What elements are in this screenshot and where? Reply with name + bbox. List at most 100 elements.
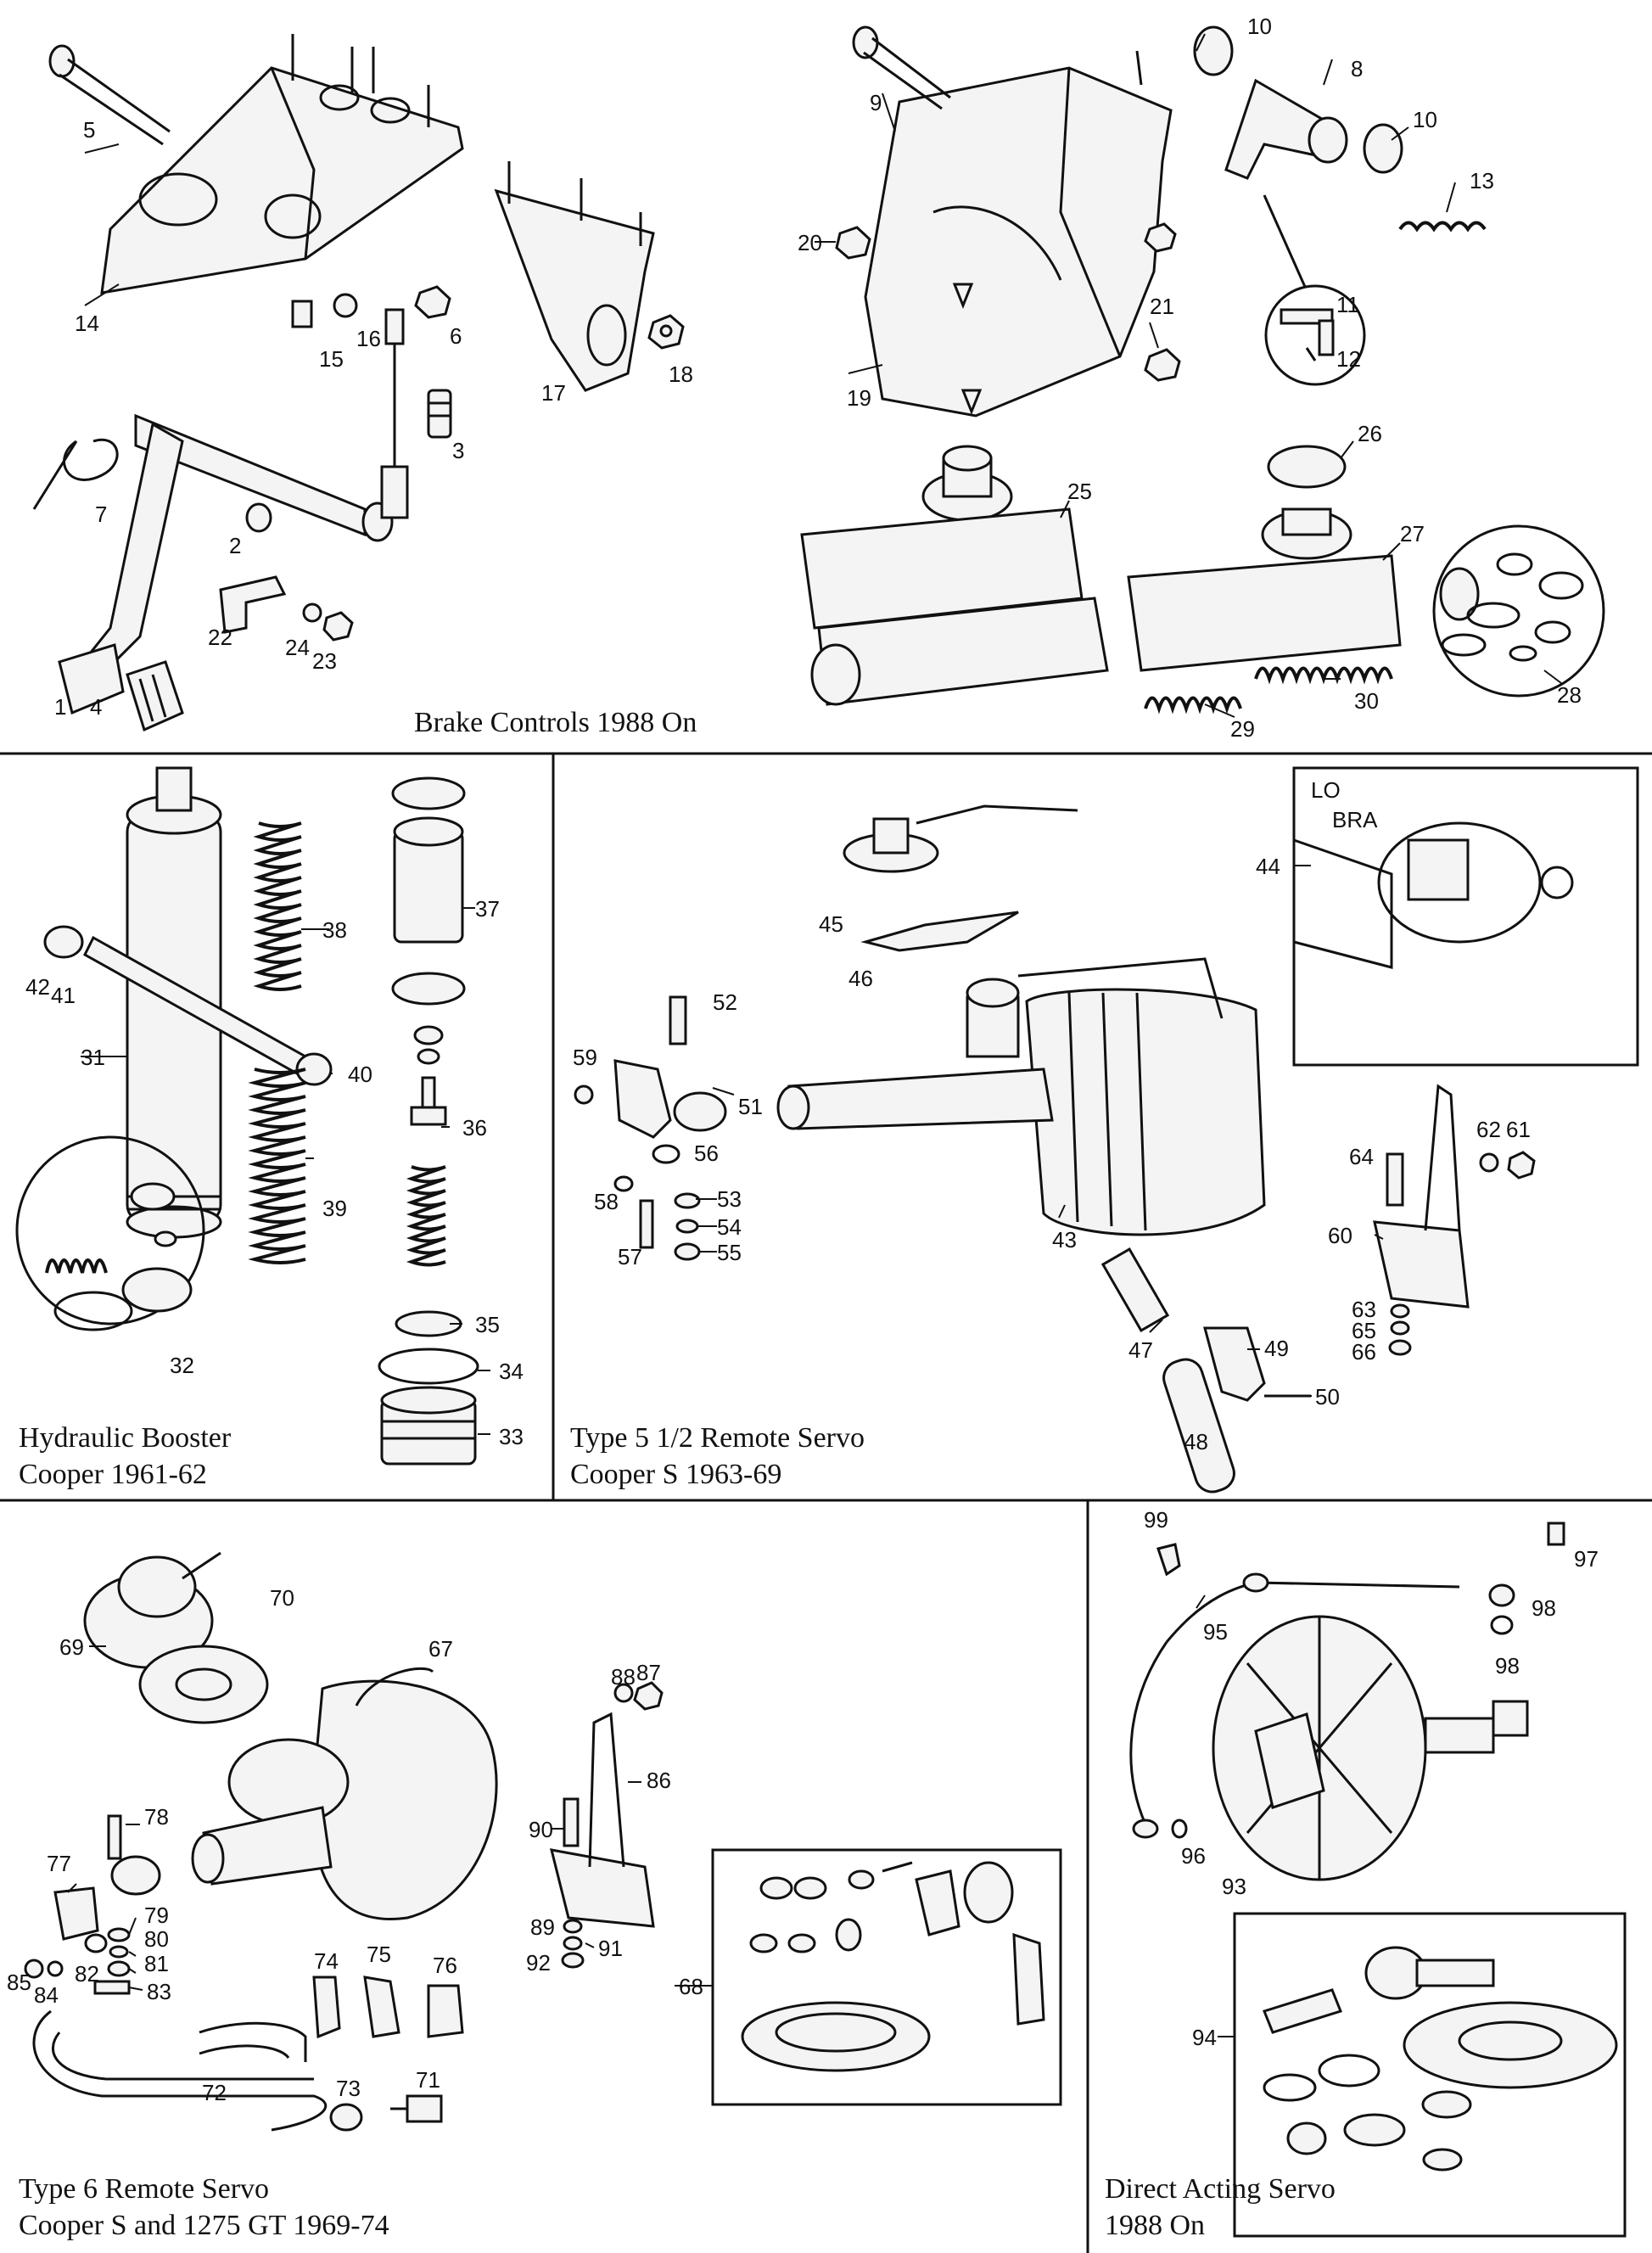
part-label: 87 [636,1660,661,1685]
part-label: 57 [618,1244,642,1269]
part-label: 58 [594,1189,619,1214]
part-label: 84 [34,1982,59,2008]
part-label: 71 [416,2067,440,2093]
hydraulic-booster-caption-line1: Hydraulic Booster [19,1422,232,1454]
part-label: 50 [1315,1384,1340,1410]
part-label: 27 [1400,521,1425,546]
part-number-labels: 1 2 3 4 5 6 7 8 9 10 10 11 12 13 14 15 1… [7,14,1599,2105]
part-label: 18 [669,361,693,387]
part-label: 95 [1203,1619,1228,1645]
part-label: 59 [573,1045,597,1070]
part-label: 94 [1192,2025,1217,2050]
type5-servo-caption-line1: Type 5 1/2 Remote Servo [570,1422,865,1454]
part-label: 64 [1349,1144,1374,1169]
part-label: 90 [529,1817,553,1842]
master-cylinder-25-drawing [800,445,1109,706]
part-label: 20 [798,230,822,255]
part-label: 97 [1574,1546,1599,1572]
nut-18-drawing [647,314,685,350]
part-label: 54 [717,1214,742,1240]
part-label: 76 [433,1953,457,1978]
part-label: 21 [1150,294,1174,319]
part-label: 6 [450,323,462,349]
part-label: 31 [81,1045,105,1070]
part-label: 37 [475,896,500,922]
part-label: 16 [356,326,381,351]
pin-detail-circle [1263,194,1366,386]
inset-text-2: BRA [1332,807,1378,832]
leader-lines [67,33,1562,2037]
direct-servo-section [1129,1522,1627,2238]
part-label: 10 [1413,107,1437,132]
nuts-20-21-drawing [835,222,1181,382]
part-label: 8 [1351,56,1363,81]
hardware-15-16-6-drawing [291,285,451,328]
part-label: 62 [1476,1117,1501,1142]
side-bracket-drawing [494,161,655,392]
part-label: 88 [611,1664,636,1690]
part-label: 72 [202,2080,227,2105]
type6-servo-caption-line1: Type 6 Remote Servo [19,2173,269,2205]
air-valve-69-70-drawing [83,1551,269,1724]
part-label: 99 [1144,1507,1168,1533]
part-label: 47 [1128,1337,1153,1363]
part-label: 11 [1336,292,1359,317]
direct-servo-caption-line2: 1988 On [1105,2210,1205,2241]
servo-67-drawing [191,1667,498,1920]
part-label: 80 [144,1926,169,1952]
pedal-box-bracket-drawing [100,34,464,294]
part-label: 44 [1256,854,1280,879]
type6-servo-caption-line2: Cooper S and 1275 GT 1969-74 [19,2210,389,2241]
part-label: 32 [170,1353,194,1378]
spring-36 [406,1165,446,1267]
hydraulic-booster-section [15,766,479,1466]
section-dividers [0,752,1652,2253]
section-captions: Brake Controls 1988 On Hydraulic Booster… [19,707,1336,2241]
part-label: 30 [1354,688,1379,714]
part-label: 13 [1470,168,1494,193]
part-label: 82 [75,1961,99,1987]
part-label: 98 [1532,1595,1556,1621]
piston-stack-drawing [391,776,466,1126]
part-label: 49 [1264,1336,1289,1361]
part-label: 26 [1358,421,1382,446]
part-label: 92 [526,1950,551,1976]
master-cylinder-27-drawing [1127,445,1402,672]
pedal-pad-drawing [126,660,184,732]
part-label: 33 [499,1424,524,1449]
bracket-60-drawing [1373,1084,1536,1356]
seal-kit-28-drawing [1432,524,1605,698]
part-label: 73 [336,2076,361,2101]
part-label: 86 [647,1768,671,1793]
pivot-bolt-drawing [48,44,171,146]
type5-servo-section: LO BRA [574,766,1639,1494]
part-label: 29 [1230,716,1255,742]
servo-43-drawing [776,957,1266,1236]
part-label: 89 [530,1914,555,1940]
part-label: 36 [462,1115,487,1141]
spring-39 [248,1068,306,1264]
part-label: 34 [499,1359,524,1384]
part-label: 68 [679,1974,703,1999]
hose-95-drawing [1129,1522,1565,1839]
part-label: 53 [717,1186,742,1212]
part-label: 10 [1247,14,1272,39]
part-label: 79 [144,1903,169,1928]
part-label: 55 [717,1240,742,1265]
part-label: 12 [1336,346,1361,372]
part-label: 3 [452,438,464,463]
part-label: 43 [1052,1227,1077,1253]
kit-inset-94 [1233,1912,1627,2238]
part-label: 40 [348,1062,372,1087]
kit-inset-68 [711,1848,1062,2106]
seal-kit-32-drawing [15,1135,205,1331]
part-label: 77 [47,1851,71,1876]
part-label: 14 [75,311,99,336]
part-label: 2 [229,533,241,558]
part-label: 93 [1222,1874,1246,1899]
seals-33-35-drawing [378,1310,479,1466]
part-label: 22 [208,625,232,650]
brake-controls-section [32,25,1605,732]
type5-servo-caption-line2: Cooper S 1963-69 [570,1459,781,1490]
servo-93-drawing [1212,1615,1529,1881]
